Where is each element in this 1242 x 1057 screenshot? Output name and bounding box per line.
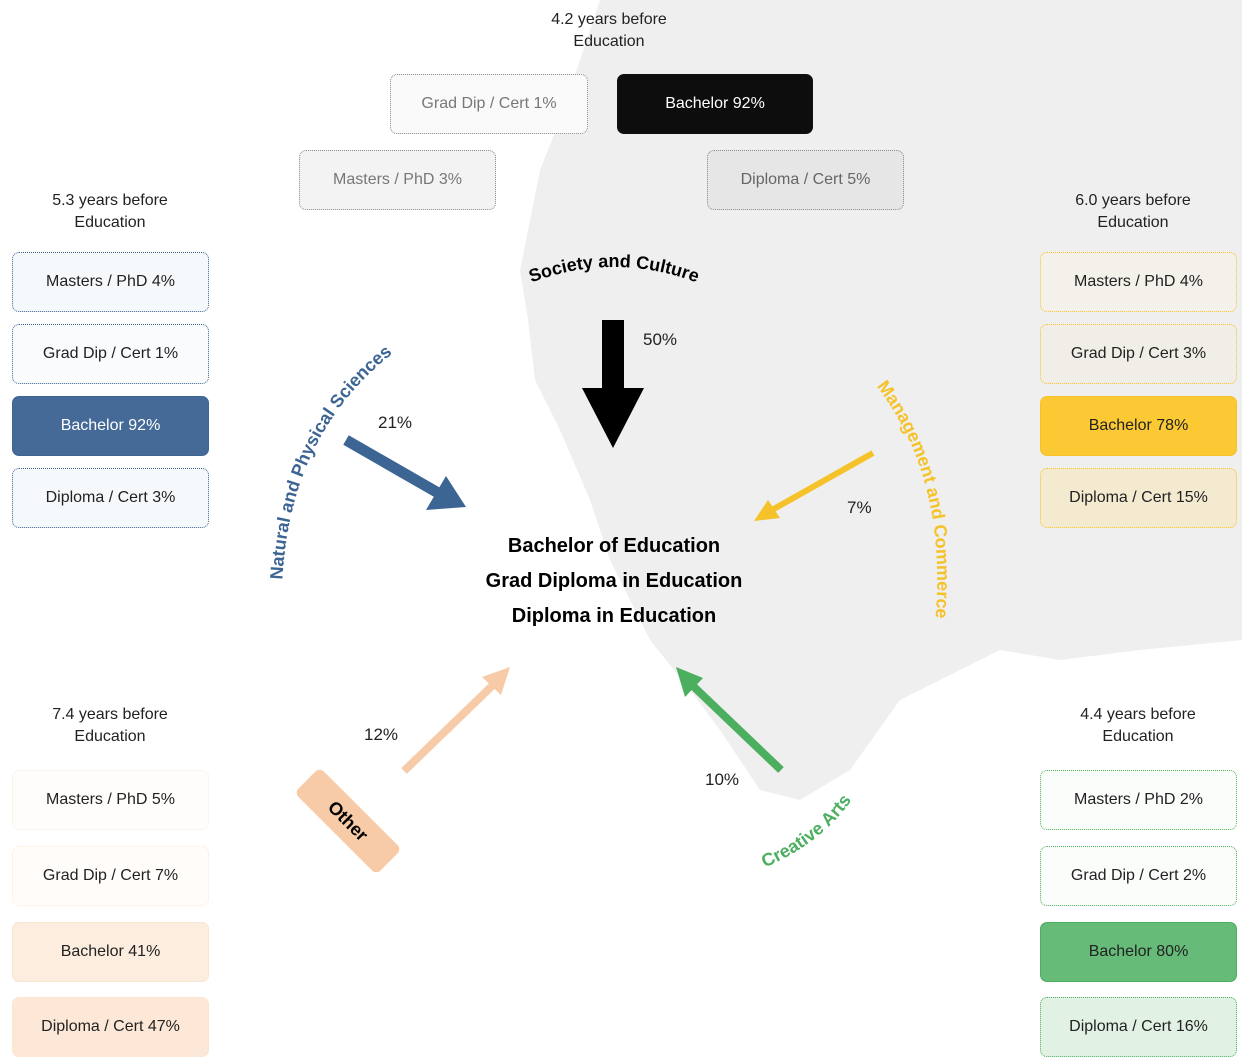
other-masters-box: Masters / PhD 5% (12, 770, 209, 830)
other-percent: 12% (364, 725, 399, 744)
management-percent: 7% (847, 498, 872, 517)
natural-arrow (343, 435, 466, 510)
other-label-badge: Other (296, 769, 400, 873)
society-grad-dip-box: Grad Dip / Cert 1% (390, 74, 588, 134)
center-title-diploma: Diploma in Education (511, 605, 717, 627)
creative-masters-box: Masters / PhD 2% (1040, 770, 1237, 830)
center-title-bachelor: Bachelor of Education (507, 535, 721, 557)
society-percent: 50% (643, 330, 678, 349)
other-grad-dip-box: Grad Dip / Cert 7% (12, 846, 209, 906)
other-bachelor-box: Bachelor 41% (12, 922, 209, 982)
society-bachelor-box: Bachelor 92% (617, 74, 813, 134)
creative-percent: 10% (705, 770, 740, 789)
management-arrow (754, 450, 875, 521)
other-arrow (401, 667, 510, 774)
society-arrow (582, 320, 644, 448)
management-grad-dip-box: Grad Dip / Cert 3% (1040, 324, 1237, 384)
management-bachelor-box: Bachelor 78% (1040, 396, 1237, 456)
creative-diploma-box: Diploma / Cert 16% (1040, 997, 1237, 1057)
natural-grad-dip-box: Grad Dip / Cert 1% (12, 324, 209, 384)
natural-diploma-box: Diploma / Cert 3% (12, 468, 209, 528)
management-label: Management and Commerce (873, 377, 953, 620)
other-diploma-box: Diploma / Cert 47% (12, 997, 209, 1057)
management-diploma-box: Diploma / Cert 15% (1040, 468, 1237, 528)
society-years-caption: 4.2 years before Education (551, 11, 667, 50)
creative-label: Creative Arts (758, 790, 855, 871)
center-title-grad-diploma: Grad Diploma in Education (485, 570, 743, 592)
natural-percent: 21% (378, 413, 413, 432)
society-masters-box: Masters / PhD 3% (299, 150, 496, 210)
creative-bachelor-box: Bachelor 80% (1040, 922, 1237, 982)
other-years-caption: 7.4 years before Education (52, 706, 168, 745)
management-years-caption: 6.0 years before Education (1075, 192, 1191, 231)
creative-arrow (676, 667, 784, 773)
society-label: Society and Culture (526, 251, 702, 286)
management-masters-box: Masters / PhD 4% (1040, 252, 1237, 312)
creative-years-caption: 4.4 years before Education (1080, 706, 1196, 745)
society-diploma-box: Diploma / Cert 5% (707, 150, 904, 210)
creative-grad-dip-box: Grad Dip / Cert 2% (1040, 846, 1237, 906)
natural-masters-box: Masters / PhD 4% (12, 252, 209, 312)
natural-bachelor-box: Bachelor 92% (12, 396, 209, 456)
natural-years-caption: 5.3 years before Education (52, 192, 168, 231)
